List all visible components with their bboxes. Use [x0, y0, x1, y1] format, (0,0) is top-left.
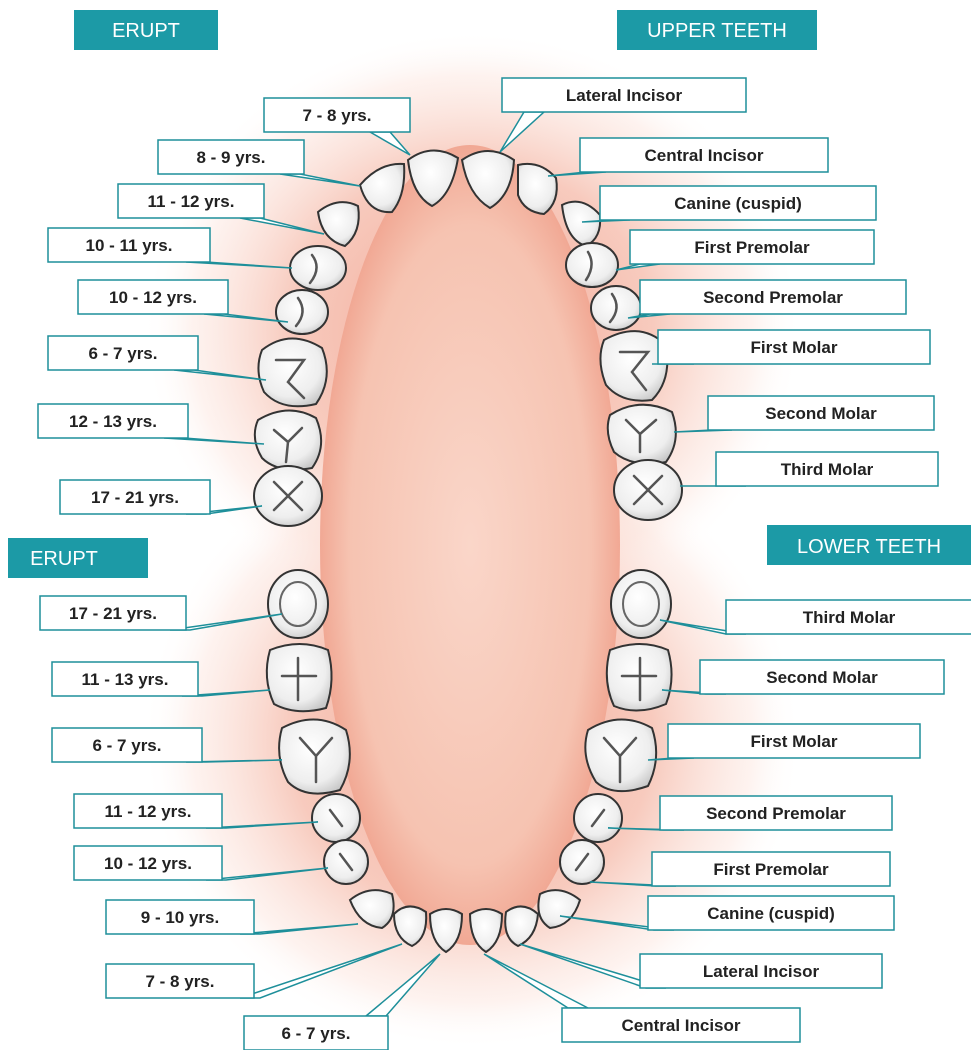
callout-text: 6 - 7 yrs.: [89, 344, 158, 363]
callout-u-second-premolar-name: Second Premolar: [628, 280, 906, 318]
callout-text: Second Premolar: [703, 288, 843, 307]
callout-text: First Premolar: [713, 860, 829, 879]
callout-text: Third Molar: [781, 460, 874, 479]
banner-lower-erupt: ERUPT: [8, 538, 148, 578]
upper-left-third-molar: [254, 466, 322, 526]
lower-right-first-molar: [585, 719, 656, 791]
callout-text: 10 - 11 yrs.: [86, 236, 173, 255]
callout-text: 12 - 13 yrs.: [69, 412, 157, 431]
callout-text: First Molar: [751, 338, 838, 357]
upper-left-first-molar: [258, 338, 326, 406]
upper-left-first-premolar: [290, 246, 346, 290]
callout-text: 11 - 12 yrs.: [148, 192, 235, 211]
banner-lower-teeth-text: LOWER TEETH: [797, 536, 941, 558]
lower-right-second-premolar: [574, 794, 622, 842]
upper-right-first-premolar: [566, 243, 618, 287]
callout-text: 17 - 21 yrs.: [69, 604, 157, 623]
callout-u-canine-name: Canine (cuspid): [582, 186, 876, 222]
banner-upper-teeth: UPPER TEETH: [617, 10, 817, 50]
callout-l-first-molar-name: First Molar: [648, 724, 920, 760]
callout-u-third-molar-name: Third Molar: [680, 452, 938, 486]
callout-text: Lateral Incisor: [566, 86, 683, 105]
callout-text: Canine (cuspid): [707, 904, 835, 923]
callout-text: 6 - 7 yrs.: [282, 1024, 351, 1043]
callout-text: 7 - 8 yrs.: [303, 106, 372, 125]
callout-text: 9 - 10 yrs.: [141, 908, 219, 927]
lower-left-first-molar: [279, 719, 350, 793]
callout-u-first-molar-name: First Molar: [652, 330, 930, 364]
callout-u-second-molar-name: Second Molar: [674, 396, 934, 432]
callout-text: First Premolar: [694, 238, 810, 257]
callout-text: Third Molar: [803, 608, 896, 627]
lower-left-third-molar: [268, 570, 328, 638]
upper-left-second-molar: [255, 410, 321, 469]
callout-text: 11 - 12 yrs.: [105, 802, 192, 821]
lower-left-second-molar: [267, 644, 332, 711]
banner-upper-erupt: ERUPT: [74, 10, 218, 50]
callout-text: 7 - 8 yrs.: [146, 972, 215, 991]
callout-text: Second Molar: [766, 668, 878, 687]
banner-upper-teeth-text: UPPER TEETH: [647, 20, 787, 42]
callout-text: Second Premolar: [706, 804, 846, 823]
callout-text: 8 - 9 yrs.: [197, 148, 266, 167]
lower-right-third-molar: [611, 570, 671, 638]
lower-left-first-premolar: [324, 840, 368, 884]
callout-text: 10 - 12 yrs.: [104, 854, 192, 873]
lower-right-second-molar: [607, 644, 672, 711]
upper-left-second-premolar: [276, 290, 328, 334]
banner-lower-teeth: LOWER TEETH: [767, 525, 971, 565]
callout-text: 11 - 13 yrs.: [82, 670, 169, 689]
lower-left-second-premolar: [312, 794, 360, 842]
callout-text: Central Incisor: [644, 146, 763, 165]
banner-upper-erupt-text: ERUPT: [112, 20, 180, 42]
banner-lower-erupt-text: ERUPT: [30, 548, 98, 570]
callout-text: 17 - 21 yrs.: [91, 488, 179, 507]
callout-text: First Molar: [751, 732, 838, 751]
callout-u-central-incisor-name: Central Incisor: [548, 138, 828, 176]
callout-text: 6 - 7 yrs.: [93, 736, 162, 755]
callout-text: Second Molar: [765, 404, 877, 423]
upper-right-second-premolar: [591, 286, 641, 330]
callout-l-second-molar-name: Second Molar: [662, 660, 944, 694]
upper-right-second-molar: [608, 405, 676, 464]
callout-text: Canine (cuspid): [674, 194, 802, 213]
callout-u-first-premolar-name: First Premolar: [616, 230, 874, 270]
lower-right-first-premolar: [560, 840, 604, 884]
upper-right-third-molar: [614, 460, 682, 520]
callout-text: 10 - 12 yrs.: [109, 288, 197, 307]
callout-text: Central Incisor: [621, 1016, 740, 1035]
callout-text: Lateral Incisor: [703, 962, 820, 981]
